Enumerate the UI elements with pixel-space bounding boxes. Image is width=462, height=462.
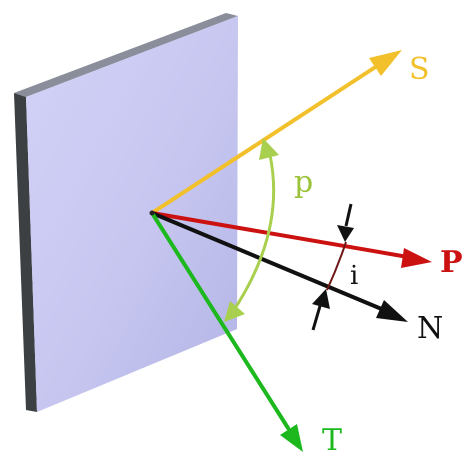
plate-front-face	[26, 16, 238, 412]
label-angle-p: p	[294, 165, 313, 200]
origin-point	[149, 210, 155, 216]
t-vector-arrowhead	[280, 424, 303, 452]
angle-i-arrow-bottom-shaft	[311, 305, 322, 331]
angle-i-arrowhead-top	[337, 225, 354, 242]
p-vector	[150, 211, 432, 268]
plate	[14, 13, 238, 412]
angle-p-arc-arrowhead-top	[259, 138, 279, 160]
label-t: T	[322, 423, 342, 458]
angle-i-arrowhead-bottom	[312, 289, 330, 309]
s-vector-arrowhead	[369, 50, 402, 76]
angle-i-marker	[311, 203, 354, 331]
p-vector-arrowhead	[401, 248, 432, 268]
plate-side-edge	[14, 93, 37, 412]
angle-i-arrow-top-shaft	[344, 203, 353, 227]
label-n: N	[417, 311, 443, 346]
angle-p-arc	[224, 138, 279, 322]
label-angle-i: i	[350, 261, 358, 291]
angle-p-arc-arrowhead-bottom	[224, 301, 245, 322]
n-normal	[150, 211, 408, 322]
label-p-vector: P	[440, 245, 462, 280]
n-normal-arrowhead	[376, 300, 408, 322]
s-vector	[150, 50, 402, 215]
plate-top-edge	[14, 13, 238, 97]
t-vector	[150, 211, 303, 452]
label-s: S	[409, 52, 430, 87]
